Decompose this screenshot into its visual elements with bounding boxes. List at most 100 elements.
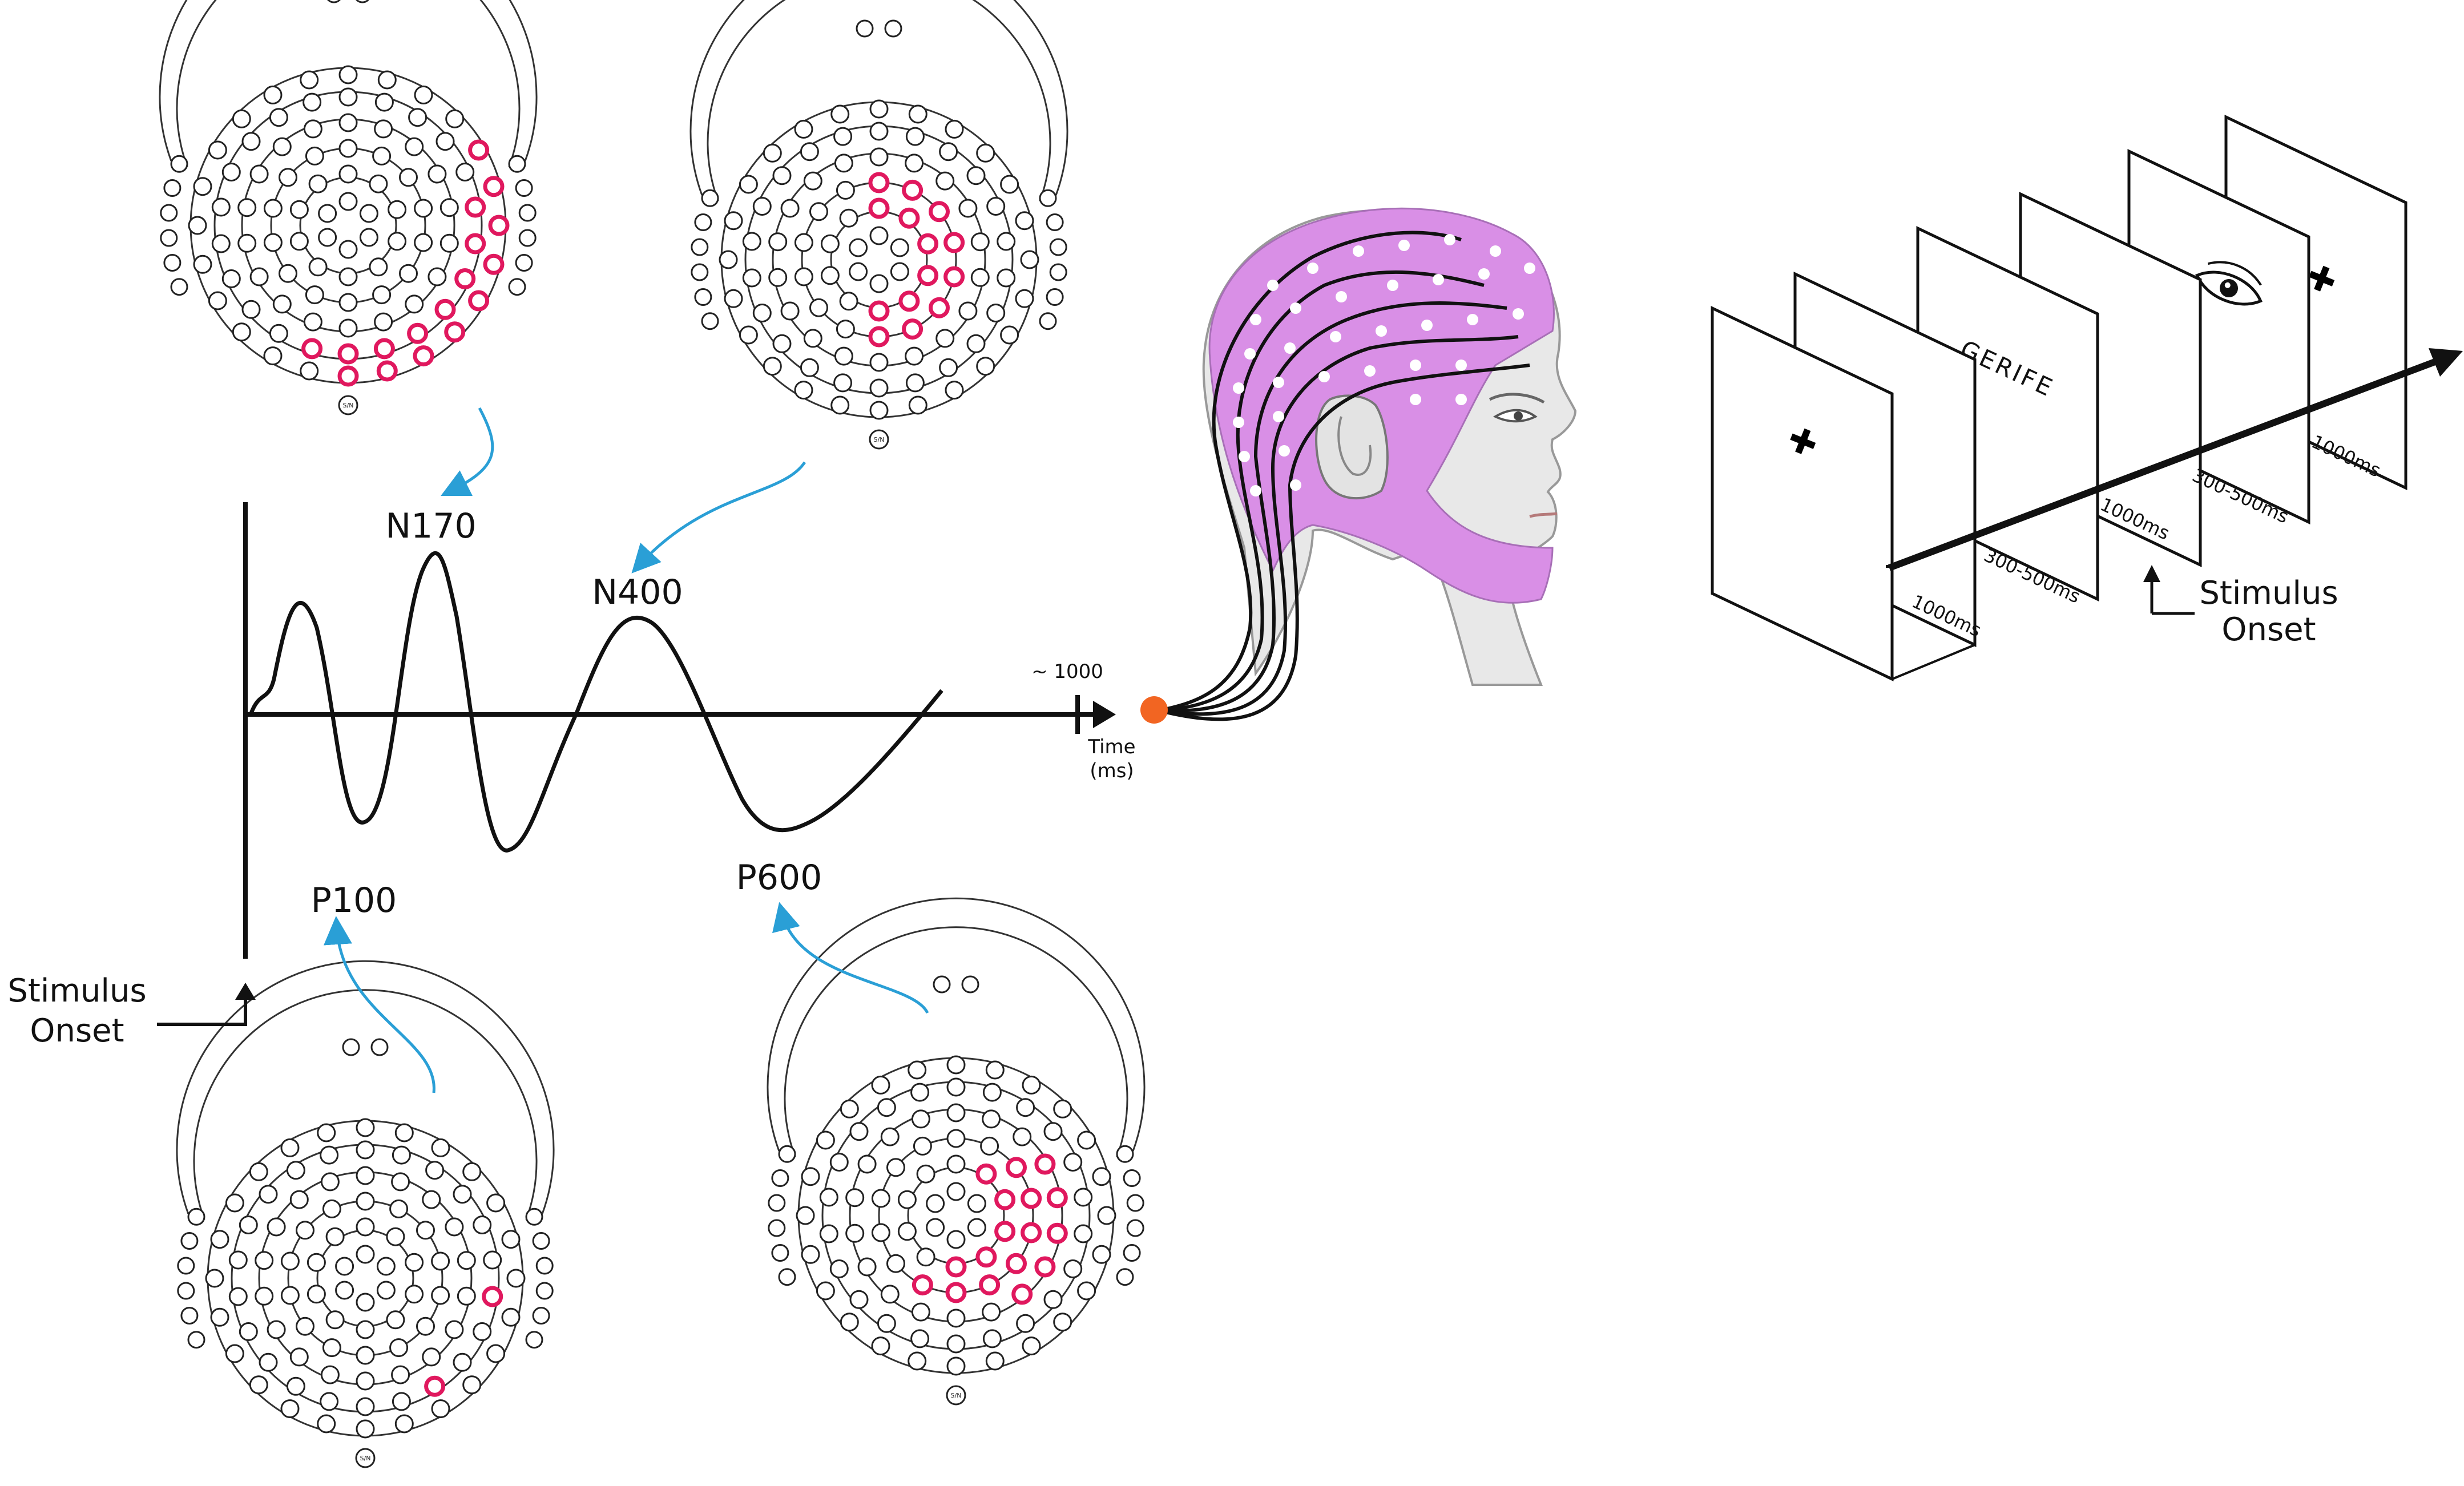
electrode bbox=[289, 1347, 309, 1367]
electrode-reference bbox=[961, 975, 979, 994]
electrode bbox=[830, 104, 850, 124]
ground-label: S/N bbox=[951, 1392, 962, 1399]
erp-axis-label-unit: (ms) bbox=[1090, 760, 1134, 782]
electrode bbox=[391, 1172, 410, 1192]
erp-label-n400: N400 bbox=[592, 572, 683, 612]
electrode bbox=[1000, 325, 1019, 345]
electrode-highlighted bbox=[902, 179, 924, 201]
electrode-outer bbox=[1049, 263, 1067, 281]
electrode bbox=[768, 232, 788, 252]
electrode bbox=[1016, 1314, 1035, 1333]
electrode bbox=[877, 1098, 896, 1117]
electrode bbox=[445, 109, 465, 128]
electrode bbox=[188, 216, 207, 235]
electrode bbox=[880, 1127, 900, 1146]
electrode bbox=[445, 1217, 464, 1237]
electrode bbox=[819, 1188, 838, 1207]
electrode bbox=[435, 132, 455, 151]
electrode-highlighted bbox=[337, 365, 359, 387]
electrode-highlighted bbox=[868, 197, 890, 219]
electrode bbox=[869, 401, 889, 420]
electrode-outer bbox=[180, 1307, 199, 1325]
electrode bbox=[913, 1136, 932, 1156]
electrode bbox=[445, 1320, 464, 1339]
electrode bbox=[836, 180, 855, 200]
electrode-outer bbox=[532, 1307, 550, 1325]
electrode-reference bbox=[342, 1038, 360, 1056]
electrode-highlighted bbox=[444, 321, 466, 343]
electrode bbox=[392, 1145, 411, 1165]
electrode bbox=[890, 262, 909, 281]
arrow-net-to-n400 bbox=[631, 461, 806, 574]
electrode-outer bbox=[778, 1268, 796, 1286]
cap-electrode-dot bbox=[1250, 485, 1261, 496]
arrow-net-to-p600 bbox=[772, 902, 929, 1014]
cap-electrode-dot bbox=[1233, 382, 1244, 394]
electrode bbox=[486, 1193, 506, 1213]
electrode-highlighted bbox=[943, 266, 965, 288]
electrode bbox=[905, 127, 925, 146]
electrode bbox=[946, 1077, 966, 1097]
erp-onset-arrow bbox=[157, 993, 247, 1026]
electrode bbox=[318, 204, 337, 223]
electrode bbox=[322, 1338, 341, 1358]
electrode-highlighted bbox=[1046, 1187, 1068, 1209]
electrode bbox=[221, 269, 241, 288]
electrode bbox=[897, 1222, 917, 1241]
electrode bbox=[414, 233, 433, 252]
electrode bbox=[338, 293, 358, 312]
electrode bbox=[322, 1199, 341, 1218]
electrode bbox=[269, 108, 288, 127]
electrode-outer bbox=[1123, 1169, 1141, 1187]
electrode-highlighted bbox=[868, 172, 890, 193]
electrode bbox=[857, 1154, 877, 1174]
erp-label-n170: N170 bbox=[385, 506, 476, 546]
electrode bbox=[803, 329, 822, 348]
electrode-outer bbox=[535, 1257, 554, 1275]
electrode-outer bbox=[525, 1331, 543, 1349]
electrode-outer bbox=[1046, 288, 1064, 306]
cap-electrode-dot bbox=[1455, 360, 1467, 371]
electrode bbox=[239, 1216, 258, 1234]
electrode bbox=[335, 1257, 354, 1276]
electrode-outer bbox=[170, 278, 188, 296]
cap-electrode-dot bbox=[1233, 417, 1244, 428]
electrode bbox=[308, 174, 328, 193]
electrode-highlighted bbox=[468, 290, 490, 312]
cap-electrode-dot bbox=[1290, 302, 1301, 314]
electrode bbox=[296, 1221, 314, 1240]
cap-electrode-dot bbox=[1376, 325, 1387, 337]
erp-label-p600: P600 bbox=[736, 858, 822, 898]
electrode bbox=[871, 1336, 890, 1356]
electrode bbox=[890, 238, 909, 257]
electrode bbox=[1016, 1098, 1035, 1117]
electrode bbox=[272, 294, 292, 314]
electrode bbox=[946, 1103, 966, 1122]
erp-label-p100: P100 bbox=[311, 881, 397, 920]
electrode bbox=[269, 324, 288, 343]
electrode bbox=[457, 1286, 476, 1306]
electrode bbox=[228, 1287, 248, 1306]
electrode-outer bbox=[187, 1331, 205, 1349]
electrode bbox=[958, 199, 978, 218]
electrode bbox=[839, 292, 858, 311]
electrode bbox=[871, 1223, 890, 1242]
electrode bbox=[263, 85, 283, 104]
electrode bbox=[263, 199, 283, 218]
ground-label: S/N bbox=[360, 1455, 371, 1462]
electrode bbox=[976, 357, 995, 376]
electrode bbox=[830, 395, 850, 415]
electrode-outer bbox=[525, 1208, 543, 1226]
electrode-outer bbox=[1123, 1244, 1141, 1262]
electrode-highlighted bbox=[1021, 1188, 1042, 1209]
electrode bbox=[982, 1109, 1001, 1129]
electrode bbox=[501, 1230, 521, 1249]
electrode-highlighted bbox=[1006, 1253, 1027, 1274]
electrode bbox=[473, 1216, 492, 1234]
electrode bbox=[1043, 1290, 1063, 1309]
net-ring bbox=[241, 118, 455, 333]
electrode bbox=[462, 1375, 482, 1395]
electrode bbox=[267, 1320, 286, 1339]
electrode bbox=[719, 250, 738, 269]
electrode bbox=[356, 1140, 375, 1160]
